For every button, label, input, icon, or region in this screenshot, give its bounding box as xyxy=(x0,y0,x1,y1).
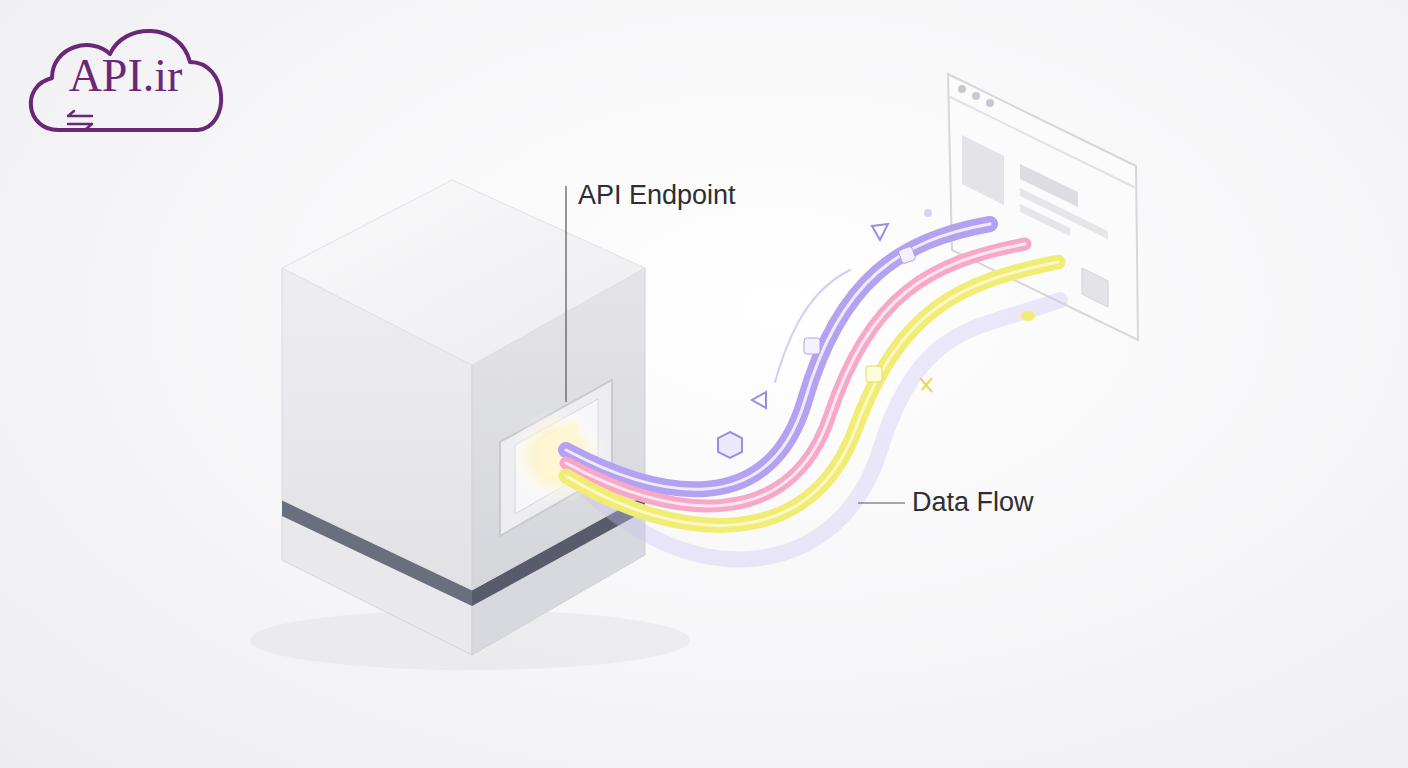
callout-label: Data Flow xyxy=(912,487,1034,518)
logo-cloud: API.ir xyxy=(18,18,233,140)
server-cube xyxy=(250,180,690,670)
data-packets xyxy=(718,209,1035,458)
data-flow-ribbons xyxy=(566,224,1060,559)
leader-line xyxy=(858,502,905,503)
callout-label: API Endpoint xyxy=(578,180,736,211)
logo-text: API.ir xyxy=(69,49,183,102)
leader-line xyxy=(565,186,566,402)
